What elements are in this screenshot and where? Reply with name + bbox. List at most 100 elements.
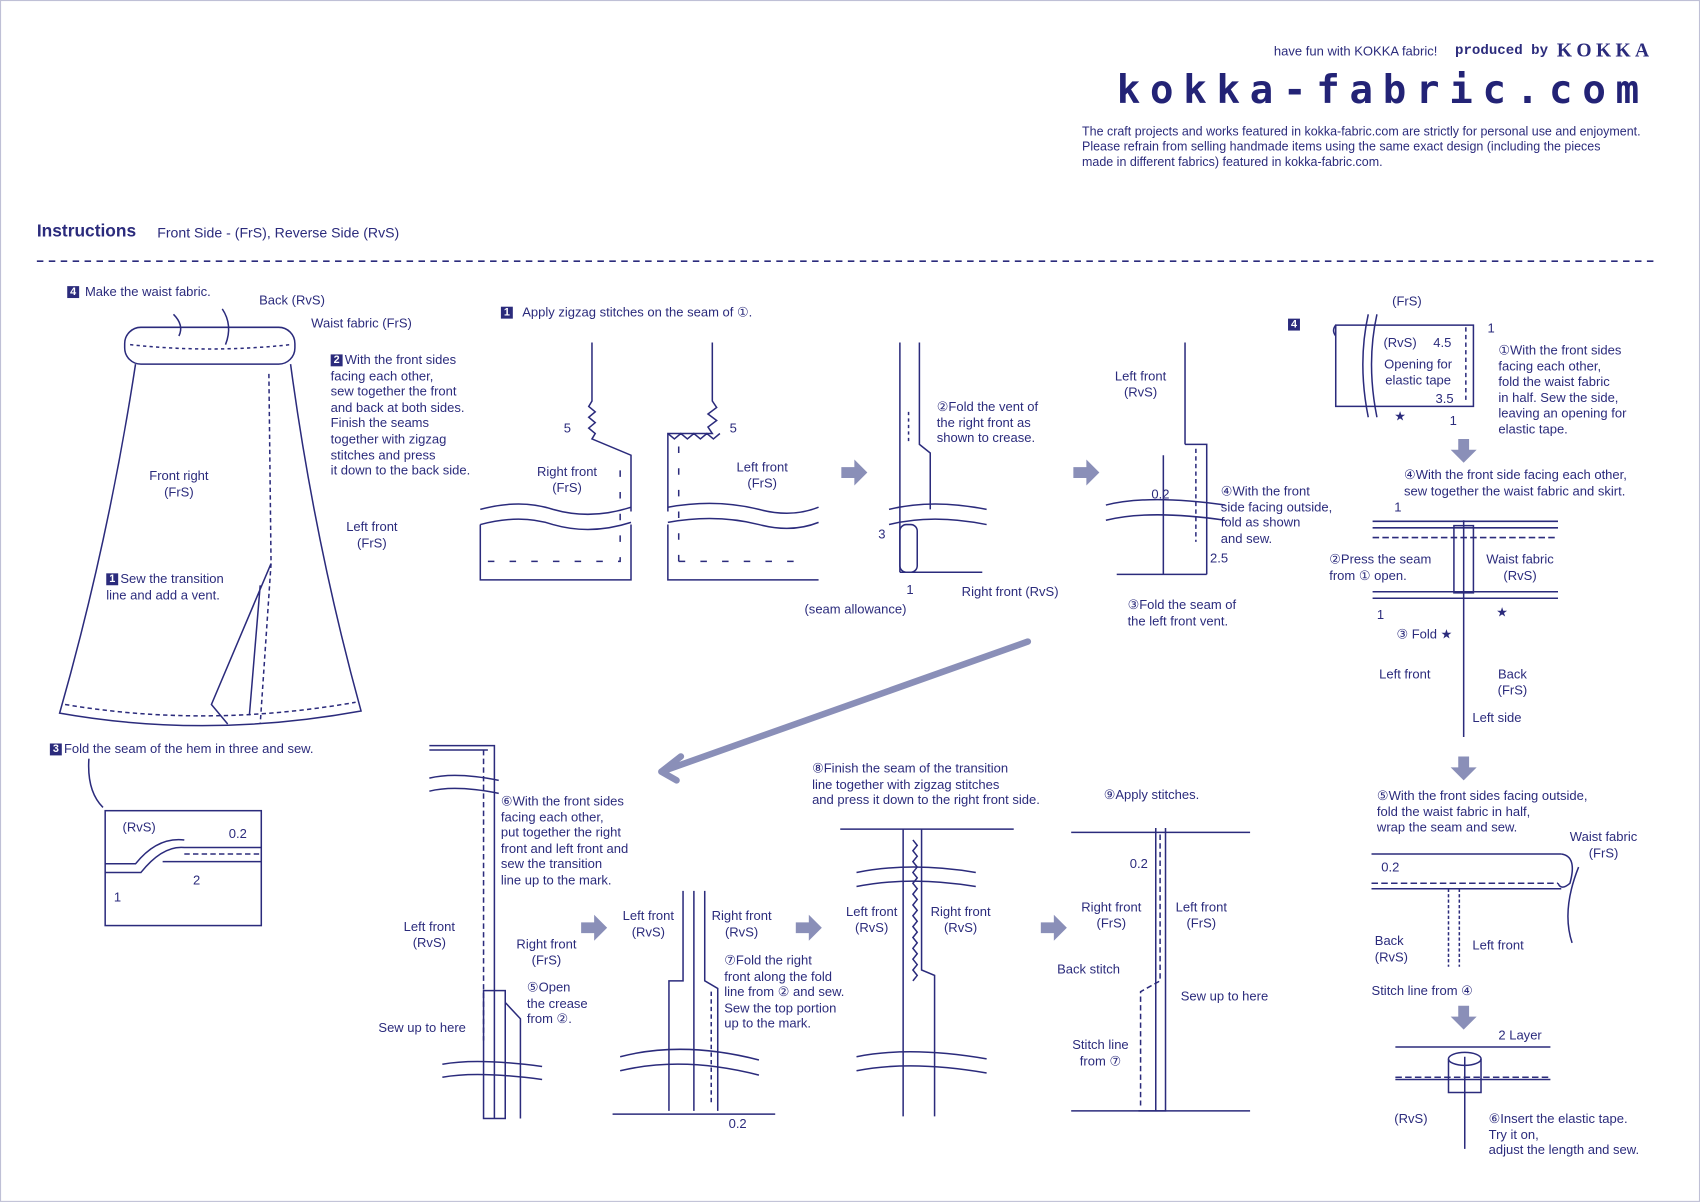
measure: 5 bbox=[729, 420, 737, 436]
step1-heading: 1 Apply zigzag stitches on the seam of ①… bbox=[500, 304, 753, 321]
left-vent-fold-panel bbox=[1105, 342, 1226, 576]
label-frs: (FrS) bbox=[1392, 293, 1422, 309]
vent-fold-panel bbox=[888, 342, 987, 574]
hem-rvs: (RvS) bbox=[122, 819, 156, 835]
hem-pointer bbox=[87, 758, 104, 808]
arrow-down-icon bbox=[1450, 1005, 1477, 1030]
label-sew-up-to-here: Sew up to here bbox=[1180, 988, 1269, 1004]
label-right-front-frs: Right front (FrS) bbox=[516, 936, 577, 968]
fold-right-front-panel bbox=[612, 890, 776, 1115]
measure: 5 bbox=[563, 420, 572, 436]
arrow-down-icon bbox=[1450, 438, 1477, 463]
left-front-panel-zigzag bbox=[667, 342, 819, 581]
label-left-front: Left front bbox=[1379, 666, 1431, 682]
label-left-front-rvs: Left front (RvS) bbox=[846, 903, 898, 935]
tagline: have fun with KOKKA fabric! bbox=[1273, 43, 1438, 59]
label-right-front-rvs: Right front (RvS) bbox=[961, 584, 1059, 600]
hem-detail-box bbox=[104, 809, 263, 927]
label-back-rvs: Back (RvS) bbox=[1374, 933, 1409, 965]
waist-wrap-diagram bbox=[1371, 853, 1580, 967]
step-badge: 1 bbox=[500, 306, 513, 319]
site-logo[interactable]: kokka-fabric.com bbox=[1116, 68, 1649, 113]
arrow-right-icon bbox=[581, 914, 608, 941]
step-fold-vent: ②Fold the vent of the right front as sho… bbox=[936, 398, 1039, 446]
step9-text: ⑨Apply stitches. bbox=[1103, 786, 1200, 803]
label-right-front-frs: Right front (FrS) bbox=[537, 463, 598, 495]
label-left-front: Left front (FrS) bbox=[346, 519, 398, 551]
label-back-rvs: Back (RvS) bbox=[259, 292, 325, 308]
label-rvs: (RvS) bbox=[1394, 1110, 1428, 1127]
measure: 1 bbox=[1376, 606, 1385, 623]
measure: 0.2 bbox=[728, 1116, 747, 1132]
measure: 3.5 bbox=[1435, 391, 1454, 407]
step-title: Make the waist fabric. bbox=[84, 283, 211, 300]
label-waist-fabric-frs: Waist fabric (FrS) bbox=[311, 315, 412, 331]
step-fold-seam: ③Fold the seam of the left front vent. bbox=[1127, 597, 1237, 629]
measure: 0.2 bbox=[1129, 856, 1148, 872]
label-right-front-frs: Right front (FrS) bbox=[1081, 899, 1142, 931]
step-title: Apply zigzag stitches on the seam of ①. bbox=[522, 304, 753, 320]
waist-skirt-join-diagram bbox=[1372, 520, 1558, 737]
label-left-front-frs: Left front (FrS) bbox=[736, 459, 788, 491]
step4-3-text: ③ Fold ★ bbox=[1396, 626, 1453, 642]
step8-text: ⑧Finish the seam of the transition line … bbox=[812, 760, 1040, 808]
step-badge: 4 bbox=[1288, 318, 1300, 331]
star-icon: ★ bbox=[1496, 604, 1508, 620]
arrow-right-icon bbox=[1040, 914, 1067, 941]
label-stitch-line: Stitch line from ④ bbox=[1371, 983, 1473, 999]
label-front-right: Front right (FrS) bbox=[149, 468, 209, 500]
step5-text: ⑤Open the crease from ②. bbox=[526, 979, 588, 1027]
waist-fabric-fold-diagram bbox=[1332, 314, 1475, 418]
produced-by: produced by bbox=[1454, 42, 1549, 59]
step-badge: 2 bbox=[330, 354, 343, 367]
disclaimer-line: Please refrain from selling handmade ite… bbox=[1082, 140, 1601, 154]
diagonal-flow-arrow bbox=[658, 638, 1032, 784]
label-left-front: Left front bbox=[1472, 937, 1524, 953]
hem-measure: 2 bbox=[192, 872, 201, 888]
step-badge: 4 bbox=[67, 286, 80, 299]
label-stitch-line: Stitch line from ⑦ bbox=[1072, 1037, 1129, 1069]
label-back-stitch: Back stitch bbox=[1057, 961, 1121, 977]
label-right-front-rvs: Right front (RvS) bbox=[930, 903, 991, 935]
measure: 1 bbox=[906, 582, 914, 598]
right-front-panel-zigzag bbox=[479, 342, 632, 581]
step4-2-text: ②Press the seam from ① open. bbox=[1329, 551, 1432, 583]
skirt-illustration bbox=[58, 308, 362, 727]
step4-4-text: ④With the front side facing each other, … bbox=[1404, 467, 1627, 499]
label-right-front-rvs: Right front (RvS) bbox=[711, 908, 772, 940]
label-left-front-rvs: Left front (RvS) bbox=[1114, 368, 1167, 400]
label-left-side: Left side bbox=[1472, 709, 1522, 726]
instructions-title: Instructions bbox=[36, 222, 137, 241]
hem-measure: 0.2 bbox=[228, 825, 247, 842]
arrow-right-icon bbox=[841, 459, 868, 486]
step-text: Fold the seam of the hem in three and se… bbox=[63, 741, 314, 757]
transition-sew-panel bbox=[429, 744, 543, 1120]
label-opening: Opening for elastic tape bbox=[1384, 356, 1453, 388]
disclaimer-line: The craft projects and works featured in… bbox=[1082, 125, 1641, 139]
step7-text: ⑦Fold the right front along the fold lin… bbox=[724, 952, 845, 1032]
measure: 1 bbox=[1394, 499, 1402, 515]
step-badge: 3 bbox=[49, 743, 62, 756]
label-waist-frs: Waist fabric (FrS) bbox=[1569, 829, 1638, 861]
measure: 0.2 bbox=[1381, 859, 1400, 875]
step6-text: ⑥With the front sides facing each other,… bbox=[500, 793, 629, 888]
flow-arrows bbox=[581, 438, 1477, 1030]
label-sew-up-to-here: Sew up to here bbox=[378, 1019, 466, 1036]
step4-1-text: ①With the front sides facing each other,… bbox=[1498, 342, 1627, 437]
disclaimer: The craft projects and works featured in… bbox=[1082, 125, 1641, 171]
arrow-right-icon bbox=[1073, 459, 1100, 486]
measure: 1 bbox=[1487, 320, 1495, 336]
step4-6-text: ⑥Insert the elastic tape. Try it on, adj… bbox=[1488, 1110, 1640, 1158]
star-icon: ★ bbox=[1394, 408, 1406, 424]
arrow-down-icon bbox=[1450, 756, 1477, 781]
measure: 1 bbox=[1449, 412, 1457, 429]
label-waist-rvs: Waist fabric (RvS) bbox=[1486, 551, 1554, 583]
label-two-layer: 2 Layer bbox=[1498, 1027, 1542, 1043]
brand-logo: KOKKA bbox=[1556, 39, 1654, 61]
side-legend: Front Side - (FrS), Reverse Side (RvS) bbox=[157, 224, 400, 241]
